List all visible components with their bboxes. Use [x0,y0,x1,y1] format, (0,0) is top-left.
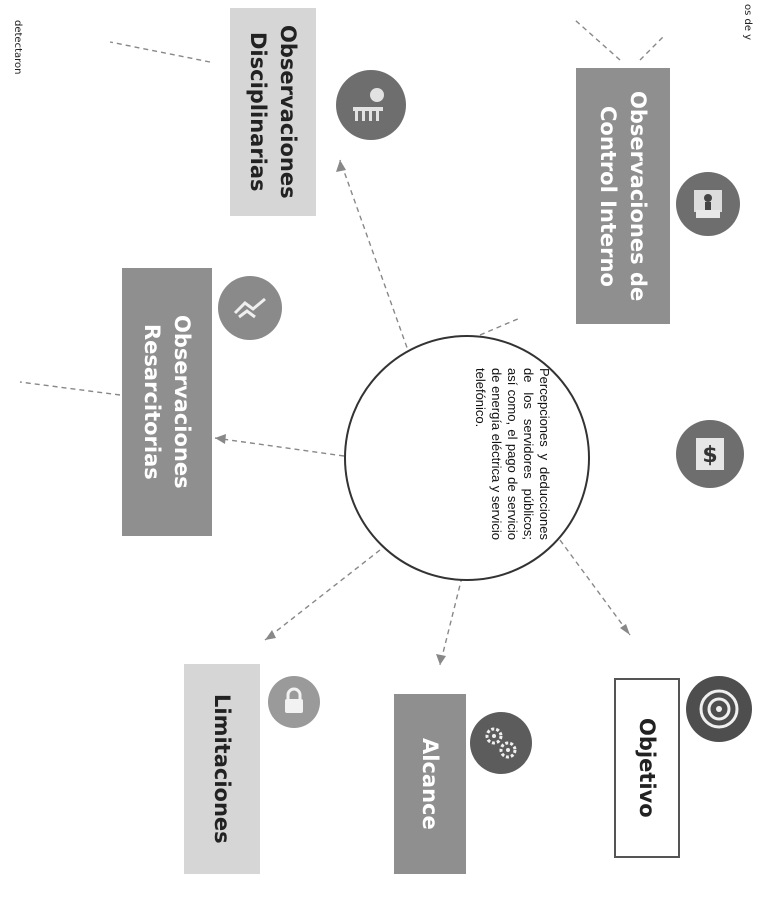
connector-alcance [439,576,463,666]
edge-text-left: detectaron [12,20,23,75]
center-topic-text: Percepciones y deducciones de los servid… [473,368,552,540]
connector-resarcitorias [214,437,345,457]
box-observaciones-resarcitorias-label: Observaciones Resarcitorias [140,315,194,489]
box-observaciones-disciplinarias-label: Observaciones Disciplinarias [246,25,300,199]
person-at-desk-icon [676,172,740,236]
arrowhead-disciplinarias [336,160,346,172]
box-limitaciones: Limitaciones [184,664,260,874]
connector-limitaciones [264,549,381,641]
center-topic-circle [344,335,590,581]
arrowhead-resarcitorias [215,434,226,444]
box-observaciones-resarcitorias: Observaciones Resarcitorias [122,268,212,536]
connector-objetivo [559,539,631,636]
target-icon [686,676,752,742]
handshake-icon [218,276,282,340]
arrowhead-objetivo [620,624,630,635]
box-objetivo: Objetivo [614,678,680,858]
box-limitaciones-label: Limitaciones [210,694,234,844]
box-observaciones-control-interno-label: Observaciones de Control Interno [596,90,650,302]
box-alcance: Alcance [394,694,466,874]
box-objetivo-label: Objetivo [635,718,659,818]
arrowhead-limitaciones [265,630,276,640]
box-observaciones-control-interno: Observaciones de Control Interno [576,68,670,324]
connector-disciplinarias [339,159,411,357]
connector-control-interno [479,317,521,336]
box-observaciones-disciplinarias: Observaciones Disciplinarias [230,8,316,216]
group-meeting-icon [336,70,406,140]
connector-left-stub [19,381,121,396]
connector-top-left [109,41,211,63]
connector-top-right-a [574,19,621,61]
arrowhead-alcance [436,654,446,665]
gears-icon [470,712,532,774]
padlock-icon [268,676,320,728]
box-alcance-label: Alcance [418,738,442,830]
svg-text:$: $ [702,443,717,468]
money-document-icon: $ [676,420,744,488]
edge-text-top: os de y [742,4,753,41]
connector-top-right-b [639,34,666,61]
